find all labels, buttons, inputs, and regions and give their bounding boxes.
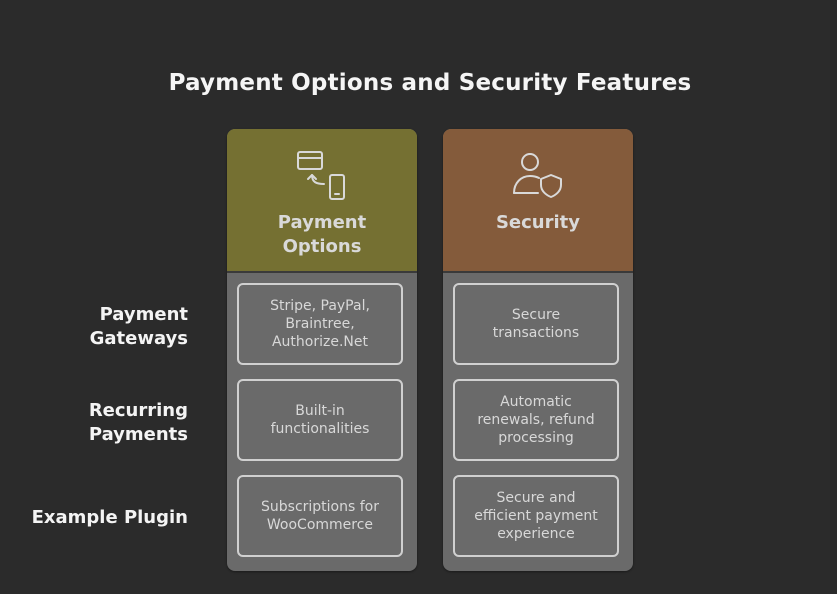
- row-label-recurring-payments: Recurring Payments: [88, 400, 188, 445]
- column-payment-options: Payment Options Stripe, PayPal, Braintre…: [227, 129, 417, 571]
- cell-payment-options-recurring: Built-in functionalities: [237, 379, 403, 461]
- card-to-phone-icon: [297, 151, 345, 200]
- cell-security-gateways: Secure transactions: [453, 283, 619, 365]
- row-label-example-plugin: Example Plugin: [31, 507, 188, 528]
- cell-security-plugin: Secure and efficient payment experience: [453, 475, 619, 557]
- cell-payment-options-plugin: Subscriptions for WooCommerce: [237, 475, 403, 557]
- user-shield-icon: [513, 153, 562, 198]
- column-title-security: Security: [495, 212, 581, 233]
- column-header-security: Security: [443, 129, 633, 273]
- column-header-payment-options: Payment Options: [227, 129, 417, 273]
- cell-security-recurring: Automatic renewals, refund processing: [453, 379, 619, 461]
- row-label-payment-gateways: Payment Gateways: [89, 304, 188, 349]
- diagram-title: Payment Options and Security Features: [168, 70, 692, 96]
- column-title-payment-options: Payment Options: [277, 212, 367, 257]
- column-security: Security Secure transactions Automatic r…: [443, 129, 633, 571]
- cell-payment-options-gateways: Stripe, PayPal, Braintree, Authorize.Net: [237, 283, 403, 365]
